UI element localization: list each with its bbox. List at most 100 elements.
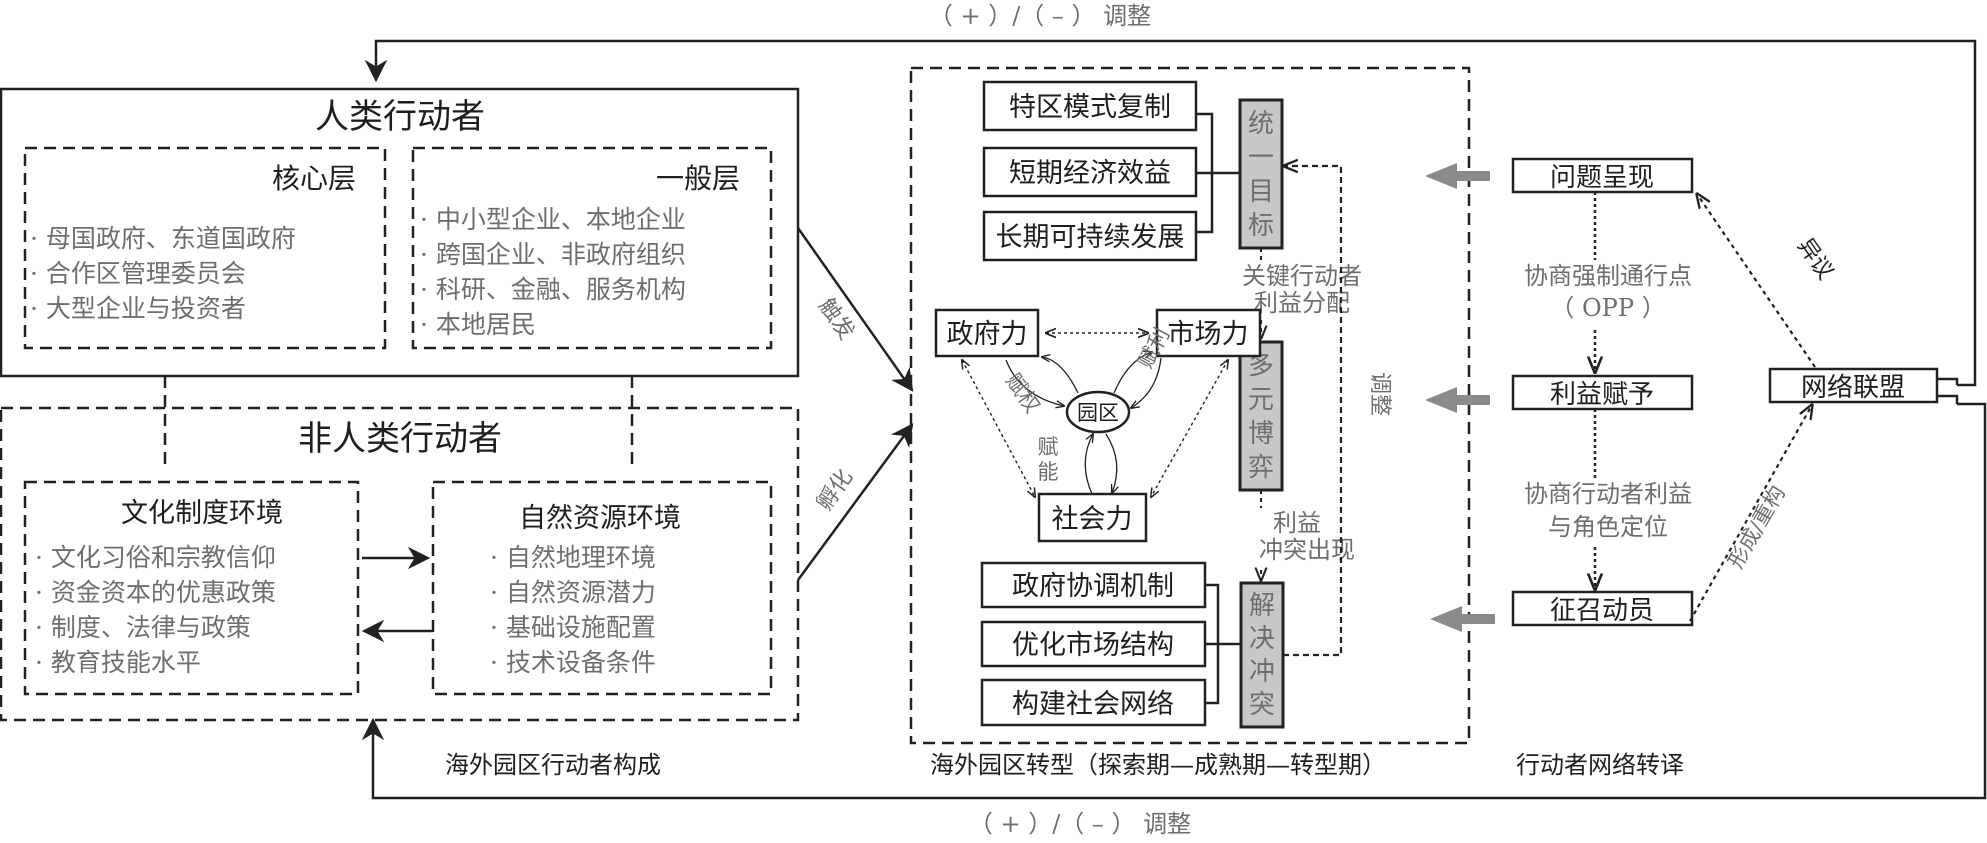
grey-arrow-left-icon (1425, 163, 1490, 189)
conflict-label: 冲突出现 (1259, 536, 1355, 564)
goals-connector (1196, 112, 1240, 234)
alliance-out-bottom (1937, 394, 1959, 404)
objection-label: 异议 (1792, 234, 1838, 284)
goal-box (982, 80, 1198, 132)
interest-label: 利益赋予 (1550, 380, 1654, 410)
label-bg (1238, 262, 1368, 318)
culture-item: · 制度、法律与政策 (35, 613, 251, 642)
grey-arrow-left-icon (1430, 606, 1495, 632)
stage-char: 目 (1248, 177, 1274, 207)
market-force-box (1155, 308, 1262, 358)
alliance-out-top (1937, 377, 1959, 385)
nature-item: · 自然资源潜力 (490, 578, 656, 607)
park-to-market-arc (1113, 352, 1152, 394)
stage-char: 元 (1248, 385, 1274, 415)
feedback-loop-top: （ + ）/（ – ） 调整 (364, 2, 1977, 387)
human-actors-title: 人类行动者 (315, 97, 485, 137)
stage-char: 决 (1249, 624, 1275, 654)
adjust-label: 调 (1367, 372, 1392, 394)
solution-label: 政府协调机制 (1012, 571, 1174, 602)
nonhuman-actors-title: 非人类行动者 (298, 419, 502, 459)
nature-item: · 技术设备条件 (490, 648, 656, 677)
park-label: 园区 (1077, 401, 1119, 425)
feedback-top-line (364, 39, 1977, 387)
general-layer-box (411, 146, 773, 350)
park-node (1065, 390, 1131, 434)
nature-env-box (431, 480, 773, 696)
empower-right-label: 赋权 (1001, 369, 1045, 417)
composition-panel: 人类行动者 核心层 · 母国政府、东道国政府 · 合作区管理委员会 · 大型企业… (0, 87, 914, 779)
composition-caption: 海外园区行动者构成 (445, 751, 661, 779)
market-society-link (1151, 360, 1228, 497)
role-label: 协商行动者利益 (1524, 480, 1692, 508)
feedback-top-label: （ + ）/（ – ） 调整 (929, 2, 1151, 30)
stage-char: 冲 (1249, 657, 1275, 687)
trigger-label: 触发 (813, 294, 859, 344)
culture-item: · 教育技能水平 (35, 648, 201, 677)
culture-item: · 资金资本的优惠政策 (35, 578, 276, 607)
core-layer-box (23, 146, 387, 350)
grey-arrow-left-icon (1425, 387, 1490, 413)
stage-char: 一 (1248, 143, 1274, 173)
key-actor-label: 利益分配 (1254, 289, 1350, 317)
park-to-gov-arc (1042, 357, 1079, 394)
problem-box (1511, 157, 1694, 194)
human-actors-box (0, 87, 800, 378)
general-layer-title: 一般层 (656, 162, 740, 195)
market-to-park-arc (1131, 357, 1162, 408)
trigger-arrow (796, 227, 914, 392)
core-item: · 合作区管理委员会 (30, 259, 246, 288)
adjust-loop (1283, 166, 1343, 657)
label-bg (1518, 260, 1698, 328)
incubate-arrow (796, 423, 914, 581)
interest-box (1511, 374, 1694, 411)
society-force-box (1037, 492, 1148, 543)
stage-resolve-conflict (1239, 581, 1285, 729)
form-rebuild-arrow (1689, 405, 1812, 622)
form-rebuild-label: 形成/重构 (1724, 482, 1790, 573)
nature-item: · 自然地理环境 (490, 543, 656, 572)
general-item: · 本地居民 (420, 310, 536, 339)
feedback-bottom-label: （ + ）/（ – ） 调整 (969, 810, 1191, 838)
general-item: · 科研、金融、服务机构 (420, 275, 686, 304)
goal-label: 特区模式复制 (1009, 92, 1171, 123)
nonhuman-actors-box (0, 406, 800, 722)
problem-label: 问题呈现 (1550, 163, 1654, 193)
objection-arrow (1697, 194, 1816, 368)
translation-panel: 问题呈现 协商强制通行点 （ OPP ） 利益赋予 协商行动者利益 与角色定位 … (1425, 157, 1959, 779)
feedback-bottom-line (361, 402, 1987, 800)
stage-char: 弈 (1248, 453, 1274, 483)
culture-env-box (23, 480, 360, 696)
transformation-box (909, 66, 1471, 745)
gov-to-park-arc (1005, 359, 1064, 406)
core-item: · 母国政府、东道国政府 (30, 224, 296, 253)
stage-char: 突 (1249, 690, 1275, 720)
government-force-label: 政府力 (947, 319, 1028, 350)
alliance-label: 网络联盟 (1801, 373, 1905, 403)
opp-label: 协商强制通行点 (1524, 262, 1692, 290)
role-label: 与角色定位 (1548, 513, 1668, 541)
government-force-box (934, 308, 1040, 358)
society-force-label: 社会力 (1052, 504, 1133, 535)
market-force-label: 市场力 (1168, 319, 1249, 350)
transformation-caption: 海外园区转型（探索期—成熟期—转型期） (930, 751, 1386, 779)
society-to-park-arc (1084, 434, 1093, 495)
general-item: · 跨国企业、非政府组织 (420, 240, 686, 269)
general-item: · 中小型企业、本地企业 (420, 205, 686, 234)
translation-caption: 行动者网络转译 (1516, 751, 1684, 779)
stage-char: 标 (1248, 211, 1274, 241)
core-layer-title: 核心层 (272, 162, 356, 195)
solution-box (980, 678, 1207, 727)
solution-box (980, 561, 1207, 609)
enrol-label: 征召动员 (1550, 596, 1654, 626)
key-actor-label: 关键行动者 (1242, 262, 1362, 290)
gov-society-link (962, 360, 1035, 497)
goal-box (982, 210, 1198, 262)
solution-label: 构建社会网络 (1012, 689, 1174, 720)
nature-env-title: 自然资源环境 (519, 503, 681, 534)
goal-label: 短期经济效益 (1009, 158, 1171, 189)
opp-label: （ OPP ） (1550, 294, 1665, 322)
enrol-box (1511, 590, 1694, 627)
core-item: · 大型企业与投资者 (30, 294, 246, 323)
goal-label: 长期可持续发展 (996, 222, 1185, 253)
